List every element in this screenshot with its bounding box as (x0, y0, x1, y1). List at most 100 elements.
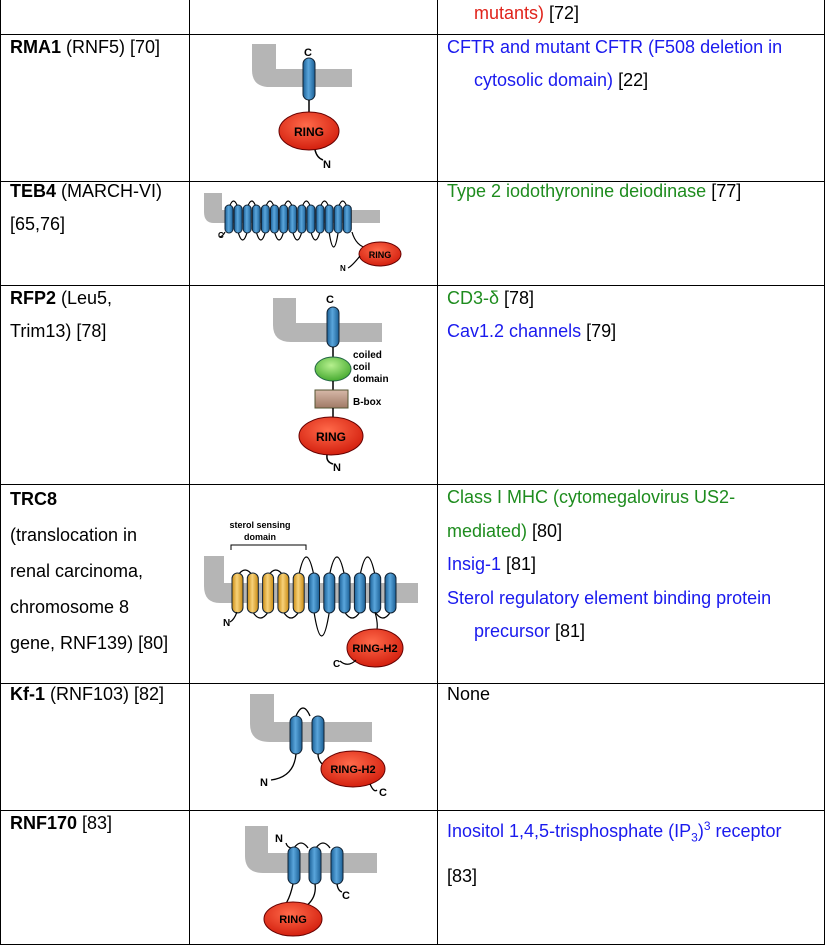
substrate-cell: Class I MHC (cytomegalovirus US2- mediat… (447, 481, 819, 649)
c-terminus-label: C (379, 787, 387, 799)
loop (255, 231, 266, 241)
loop (344, 611, 361, 619)
transmembrane-helix (323, 572, 336, 614)
substrate-text: mutants) (474, 3, 545, 23)
loop (237, 231, 248, 241)
transmembrane-helix (289, 715, 303, 755)
transmembrane-helix (342, 204, 352, 234)
loop (328, 231, 339, 248)
substrate-text: None (447, 684, 491, 704)
coiled-coil-label: coiled (353, 350, 382, 361)
substrate-text: Insig-1 (447, 554, 502, 574)
teb4-diagram: C RING N (204, 193, 402, 273)
row-divider (0, 285, 825, 286)
protein-name: TEB4 (10, 181, 57, 201)
ring-h2-label: RING-H2 (330, 764, 375, 776)
substrate-text: mediated) (447, 520, 528, 541)
rma1-diagram: C RING N (252, 44, 352, 171)
substrate-text: Sterol regulatory element binding protei… (447, 587, 772, 608)
protein-alias: (RNF5) [70] (61, 37, 161, 57)
transmembrane-helix (302, 57, 316, 101)
protein-alias: [65,76] (10, 214, 66, 234)
col-divider (437, 0, 438, 945)
transmembrane-helix (326, 306, 340, 348)
ring-label: RING (316, 430, 346, 444)
transmembrane-helix (330, 846, 344, 885)
coiled-coil-label: domain (353, 374, 389, 385)
protein-alias: (translocation in (10, 525, 138, 545)
substrate-text: CD3-δ (447, 288, 500, 308)
protein-alias: (Leu5, (56, 288, 113, 308)
substrate-text: Type 2 iodothyronine deiodinase (447, 181, 707, 201)
substrate-cell: Inositol 1,4,5-trisphosphate (IP3)3 rece… (447, 807, 819, 895)
loop (298, 556, 315, 577)
transmembrane-helix (279, 204, 289, 234)
coiled-coil-domain (314, 356, 352, 382)
protein-name-cell: TEB4 (MARCH-VI) [65,76] (10, 175, 188, 241)
c-terminus-label: C (218, 231, 224, 240)
sterol-label: domain (244, 532, 276, 542)
transmembrane-helix (292, 572, 305, 614)
transmembrane-helix (251, 204, 261, 234)
substrate-ref: [22] (613, 70, 649, 90)
ring-label: RING (369, 250, 392, 260)
protein-alias: (RNF103) [82] (45, 684, 165, 704)
transmembrane-helix (277, 572, 290, 614)
n-terminus-label: N (260, 777, 268, 789)
ring-domain (278, 111, 340, 151)
ring-label: RING (294, 125, 324, 139)
protein-alias: (MARCH-VI) (56, 181, 163, 201)
substrate-text: CFTR and mutant CFTR (F508 deletion in (447, 37, 783, 57)
n-terminus-label: N (323, 159, 331, 171)
transmembrane-helix (353, 572, 366, 614)
transmembrane-helix (333, 204, 343, 234)
protein-name: RMA1 (10, 37, 62, 57)
c-terminus-label: C (342, 890, 350, 902)
substrate-text: Inositol 1,4,5-trisphosphate (IP3)3 rece… (447, 819, 782, 845)
transmembrane-helix (224, 204, 234, 234)
c-terminus-label: C (326, 294, 334, 306)
protein-name: Kf-1 (10, 684, 45, 704)
b-box-label: B-box (353, 397, 382, 408)
membrane (250, 694, 372, 742)
transmembrane-helix (297, 204, 307, 234)
row-divider (0, 484, 825, 485)
protein-name-cell: TRC8 (translocation in renal carcinoma, … (10, 481, 188, 661)
c-terminus-label: C (304, 47, 312, 59)
loop (359, 556, 376, 577)
substrate-cell: CD3-δ [78] Cav1.2 channels [79] (447, 282, 819, 348)
transmembrane-helix (306, 204, 316, 234)
ring-h2-domain (346, 628, 404, 668)
protein-alias: chromosome 8 (10, 597, 130, 617)
transmembrane-helix (233, 204, 243, 234)
trc8-diagram: sterol sensing domain N RING-H2 C (204, 520, 418, 670)
transmembrane-helix (288, 204, 298, 234)
substrate-cell: Type 2 iodothyronine deiodinase [77] (447, 175, 819, 208)
linker (314, 149, 324, 161)
sterol-bracket (230, 544, 307, 550)
loop (328, 556, 346, 577)
coiled-coil-label: coil (353, 362, 370, 373)
protein-name: RFP2 (10, 288, 57, 308)
rnf170-diagram: N C RING (245, 826, 377, 937)
ring-h2-domain (320, 750, 386, 788)
sterol-label: sterol sensing (229, 520, 290, 530)
n-terminus-label: N (340, 264, 346, 273)
row-divider (0, 34, 825, 35)
transmembrane-helix (315, 204, 325, 234)
transmembrane-helix (308, 846, 322, 885)
transmembrane-helix (270, 204, 279, 234)
col-divider (189, 0, 190, 945)
protein-name: RNF170 (10, 813, 78, 833)
transmembrane-helix (262, 572, 275, 614)
substrate-cell: CFTR and mutant CFTR (F508 deletion in c… (447, 31, 819, 97)
substrate-ref: [78] (499, 288, 535, 308)
membrane (252, 44, 352, 87)
loop (374, 611, 392, 619)
substrate-cell: None (447, 678, 819, 711)
substrate-text: Class I MHC (cytomegalovirus US2- (447, 487, 736, 507)
row-divider (0, 810, 825, 811)
substrate-text: Cav1.2 channels (447, 321, 582, 341)
loop (252, 611, 269, 619)
